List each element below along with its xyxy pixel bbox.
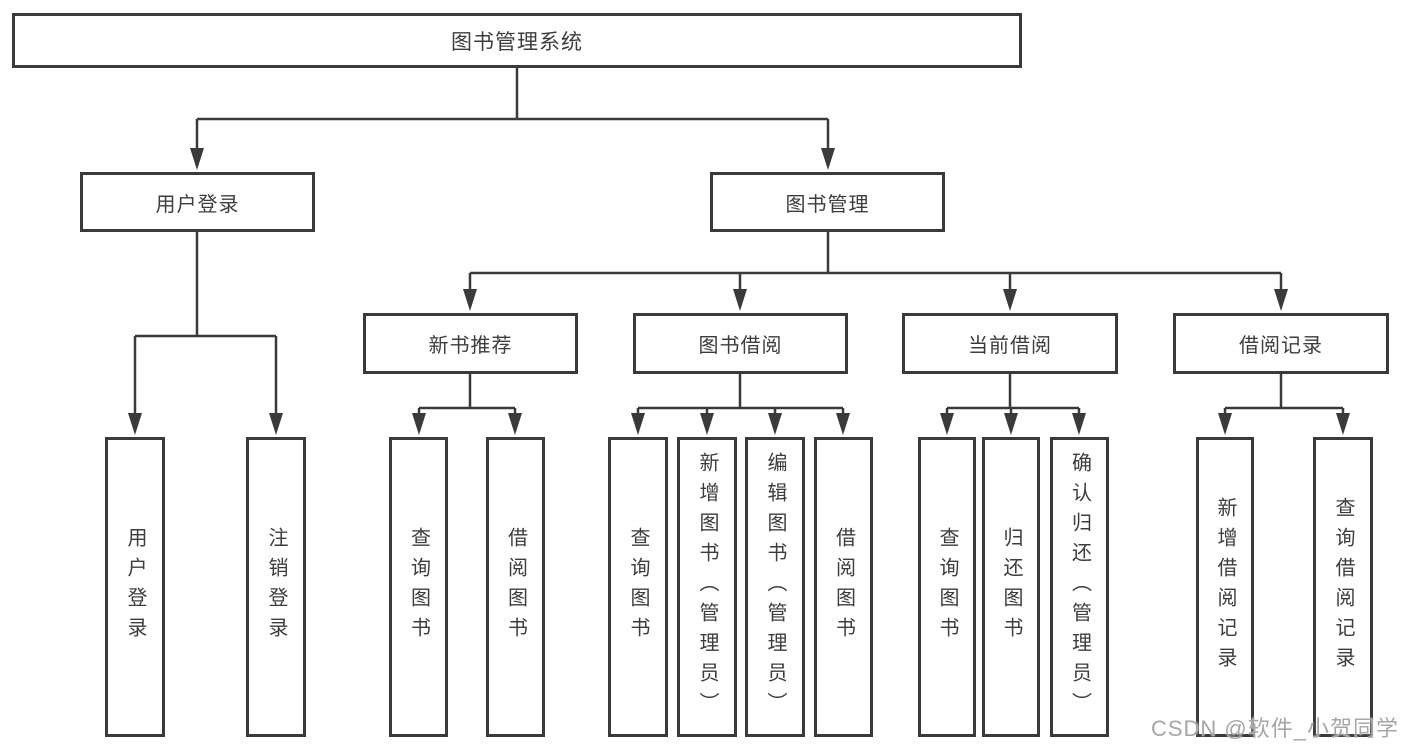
leaf-query-books-newbooks: 查询图书	[389, 437, 448, 737]
node-book-management: 图书管理	[710, 172, 945, 232]
leaf-add-borrow-record: 新增借阅记录	[1196, 437, 1254, 737]
node-current-borrow: 当前借阅	[902, 313, 1118, 374]
leaf-query-books-borrow: 查询图书	[608, 437, 668, 737]
node-root-system: 图书管理系统	[12, 13, 1022, 68]
leaf-query-books-current: 查询图书	[918, 437, 976, 737]
leaf-borrow-books-borrow: 借阅图书	[814, 437, 873, 737]
node-borrow-records: 借阅记录	[1173, 313, 1389, 374]
leaf-user-login: 用户登录	[105, 437, 165, 737]
node-new-book-recommend: 新书推荐	[363, 313, 578, 374]
leaf-return-books: 归还图书	[982, 437, 1040, 737]
leaf-confirm-return-admin: 确认归还（管理员）	[1050, 437, 1109, 737]
leaf-add-books-admin: 新增图书（管理员）	[677, 437, 737, 737]
leaf-borrow-books-newbooks: 借阅图书	[486, 437, 545, 737]
node-book-borrow: 图书借阅	[633, 313, 848, 374]
leaf-edit-books-admin: 编辑图书（管理员）	[745, 437, 805, 737]
csdn-watermark: CSDN @软件_小贺同学	[1150, 716, 1399, 741]
leaf-logout: 注销登录	[246, 437, 306, 737]
leaf-query-borrow-record: 查询借阅记录	[1313, 437, 1373, 737]
node-user-login: 用户登录	[80, 172, 315, 232]
